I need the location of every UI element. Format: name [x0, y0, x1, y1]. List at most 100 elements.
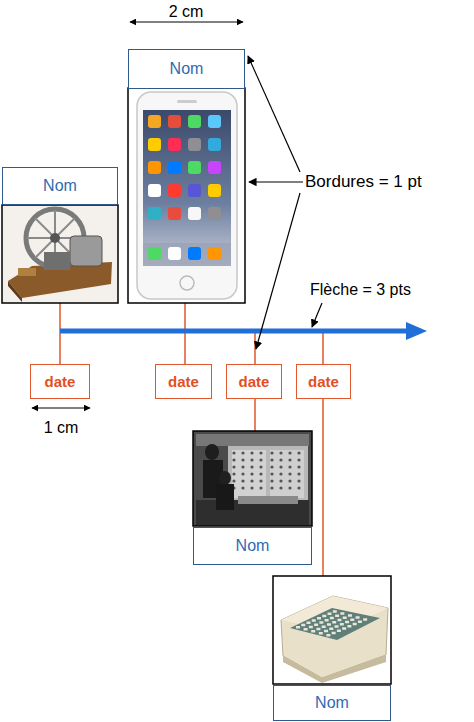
phone-picture: [188, 207, 201, 220]
callout-arrow: [256, 193, 300, 349]
calculator-picture: [332, 632, 336, 635]
calculator-picture: [322, 626, 326, 629]
phone-picture: [188, 161, 201, 174]
phone-picture: [148, 138, 161, 151]
computer-picture: [279, 472, 282, 475]
motor-picture: [44, 252, 70, 270]
computer-picture: [259, 458, 262, 461]
computer-picture: [250, 479, 253, 482]
calculator-picture: [345, 621, 349, 624]
date-box: date: [226, 364, 282, 399]
callout-text: Flèche = 3 pts: [310, 281, 460, 299]
phone-picture: [208, 207, 221, 220]
calculator-picture: [350, 619, 354, 622]
calculator-picture: [296, 610, 367, 636]
calculator-picture: [317, 617, 321, 620]
computer-picture: [297, 472, 300, 475]
computer-picture: [232, 451, 235, 454]
phone-picture: [208, 184, 221, 197]
computer-picture: [270, 479, 273, 482]
calculator-picture: [353, 623, 357, 626]
timeline-arrow: [60, 322, 427, 340]
timeline-arrowhead: [406, 322, 427, 340]
node-text: Nom: [236, 537, 270, 555]
computer-picture: [270, 472, 273, 475]
computer-picture: [259, 472, 262, 475]
computer-picture: [279, 486, 282, 489]
phone-picture: [208, 247, 221, 260]
name-box: Nom: [273, 685, 391, 721]
dimension-arrow: [130, 22, 243, 23]
calculator-picture: [307, 622, 311, 625]
computer-picture: [270, 458, 273, 461]
computer-picture: [297, 479, 300, 482]
computer-picture: [241, 479, 244, 482]
phone-picture: [168, 207, 181, 220]
node-text: date: [168, 373, 199, 390]
calculator-picture: [328, 613, 332, 616]
computer-picture: [279, 479, 282, 482]
phone-picture: [148, 161, 161, 174]
node-text: Nom: [43, 177, 77, 195]
computer-picture: [279, 465, 282, 468]
calculator-picture: [290, 608, 380, 640]
phone-picture: [128, 88, 245, 303]
motor-picture: [2, 205, 118, 303]
calculator-picture: [340, 623, 344, 626]
motor-picture: [2, 205, 118, 303]
phone-picture: [188, 115, 201, 128]
calculator-picture: [304, 628, 308, 631]
calculator-picture: [314, 624, 318, 627]
calculator-picture: [325, 619, 329, 622]
phone-picture: [188, 138, 201, 151]
callout-text: Bordures = 1 pt: [305, 172, 465, 192]
calculator-picture: [337, 630, 341, 633]
computer-picture: [250, 465, 253, 468]
calculator-picture: [356, 616, 360, 619]
phone-picture: [148, 115, 161, 128]
date-leader: [322, 399, 324, 576]
calculator-picture: [363, 618, 367, 621]
computer-picture: [250, 458, 253, 461]
computer-picture: [238, 496, 298, 504]
computer-picture: [241, 451, 244, 454]
computer-picture: [241, 458, 244, 461]
calculator-picture: [335, 625, 339, 628]
computer-picture: [250, 451, 253, 454]
calculator-picture: [319, 632, 323, 635]
computer-picture: [297, 465, 300, 468]
calculator-picture: [358, 621, 362, 624]
calculator-picture: [330, 617, 334, 620]
calculator-picture: [309, 626, 313, 629]
name-box: Nom: [128, 49, 245, 89]
date-box: date: [296, 364, 351, 399]
computer-picture: [216, 484, 234, 510]
computer-picture: [270, 450, 304, 498]
computer-picture: [297, 458, 300, 461]
computer-picture: [219, 471, 231, 485]
calculator-picture: [333, 610, 337, 613]
phone-picture: [148, 184, 161, 197]
calculator-picture: [312, 619, 316, 622]
calculator-picture: [319, 621, 323, 624]
calculator-picture: [296, 626, 300, 629]
computer-picture: [250, 472, 253, 475]
callout-arrow: [249, 181, 303, 182]
computer-picture: [270, 465, 273, 468]
computer-picture: [250, 486, 253, 489]
calculator-picture: [301, 624, 305, 627]
computer-picture: [193, 431, 312, 526]
motor-picture: [18, 268, 36, 276]
phone-picture: [143, 110, 231, 266]
computer-picture: [232, 451, 300, 489]
computer-picture: [241, 465, 244, 468]
callout-arrow: [248, 56, 300, 172]
computer-picture: [193, 431, 312, 526]
phone-picture: [168, 161, 181, 174]
phone-picture: [180, 276, 194, 290]
node-text: Nom: [170, 60, 204, 78]
timeline-arrow: [60, 329, 410, 334]
calculator-picture: [348, 614, 352, 617]
